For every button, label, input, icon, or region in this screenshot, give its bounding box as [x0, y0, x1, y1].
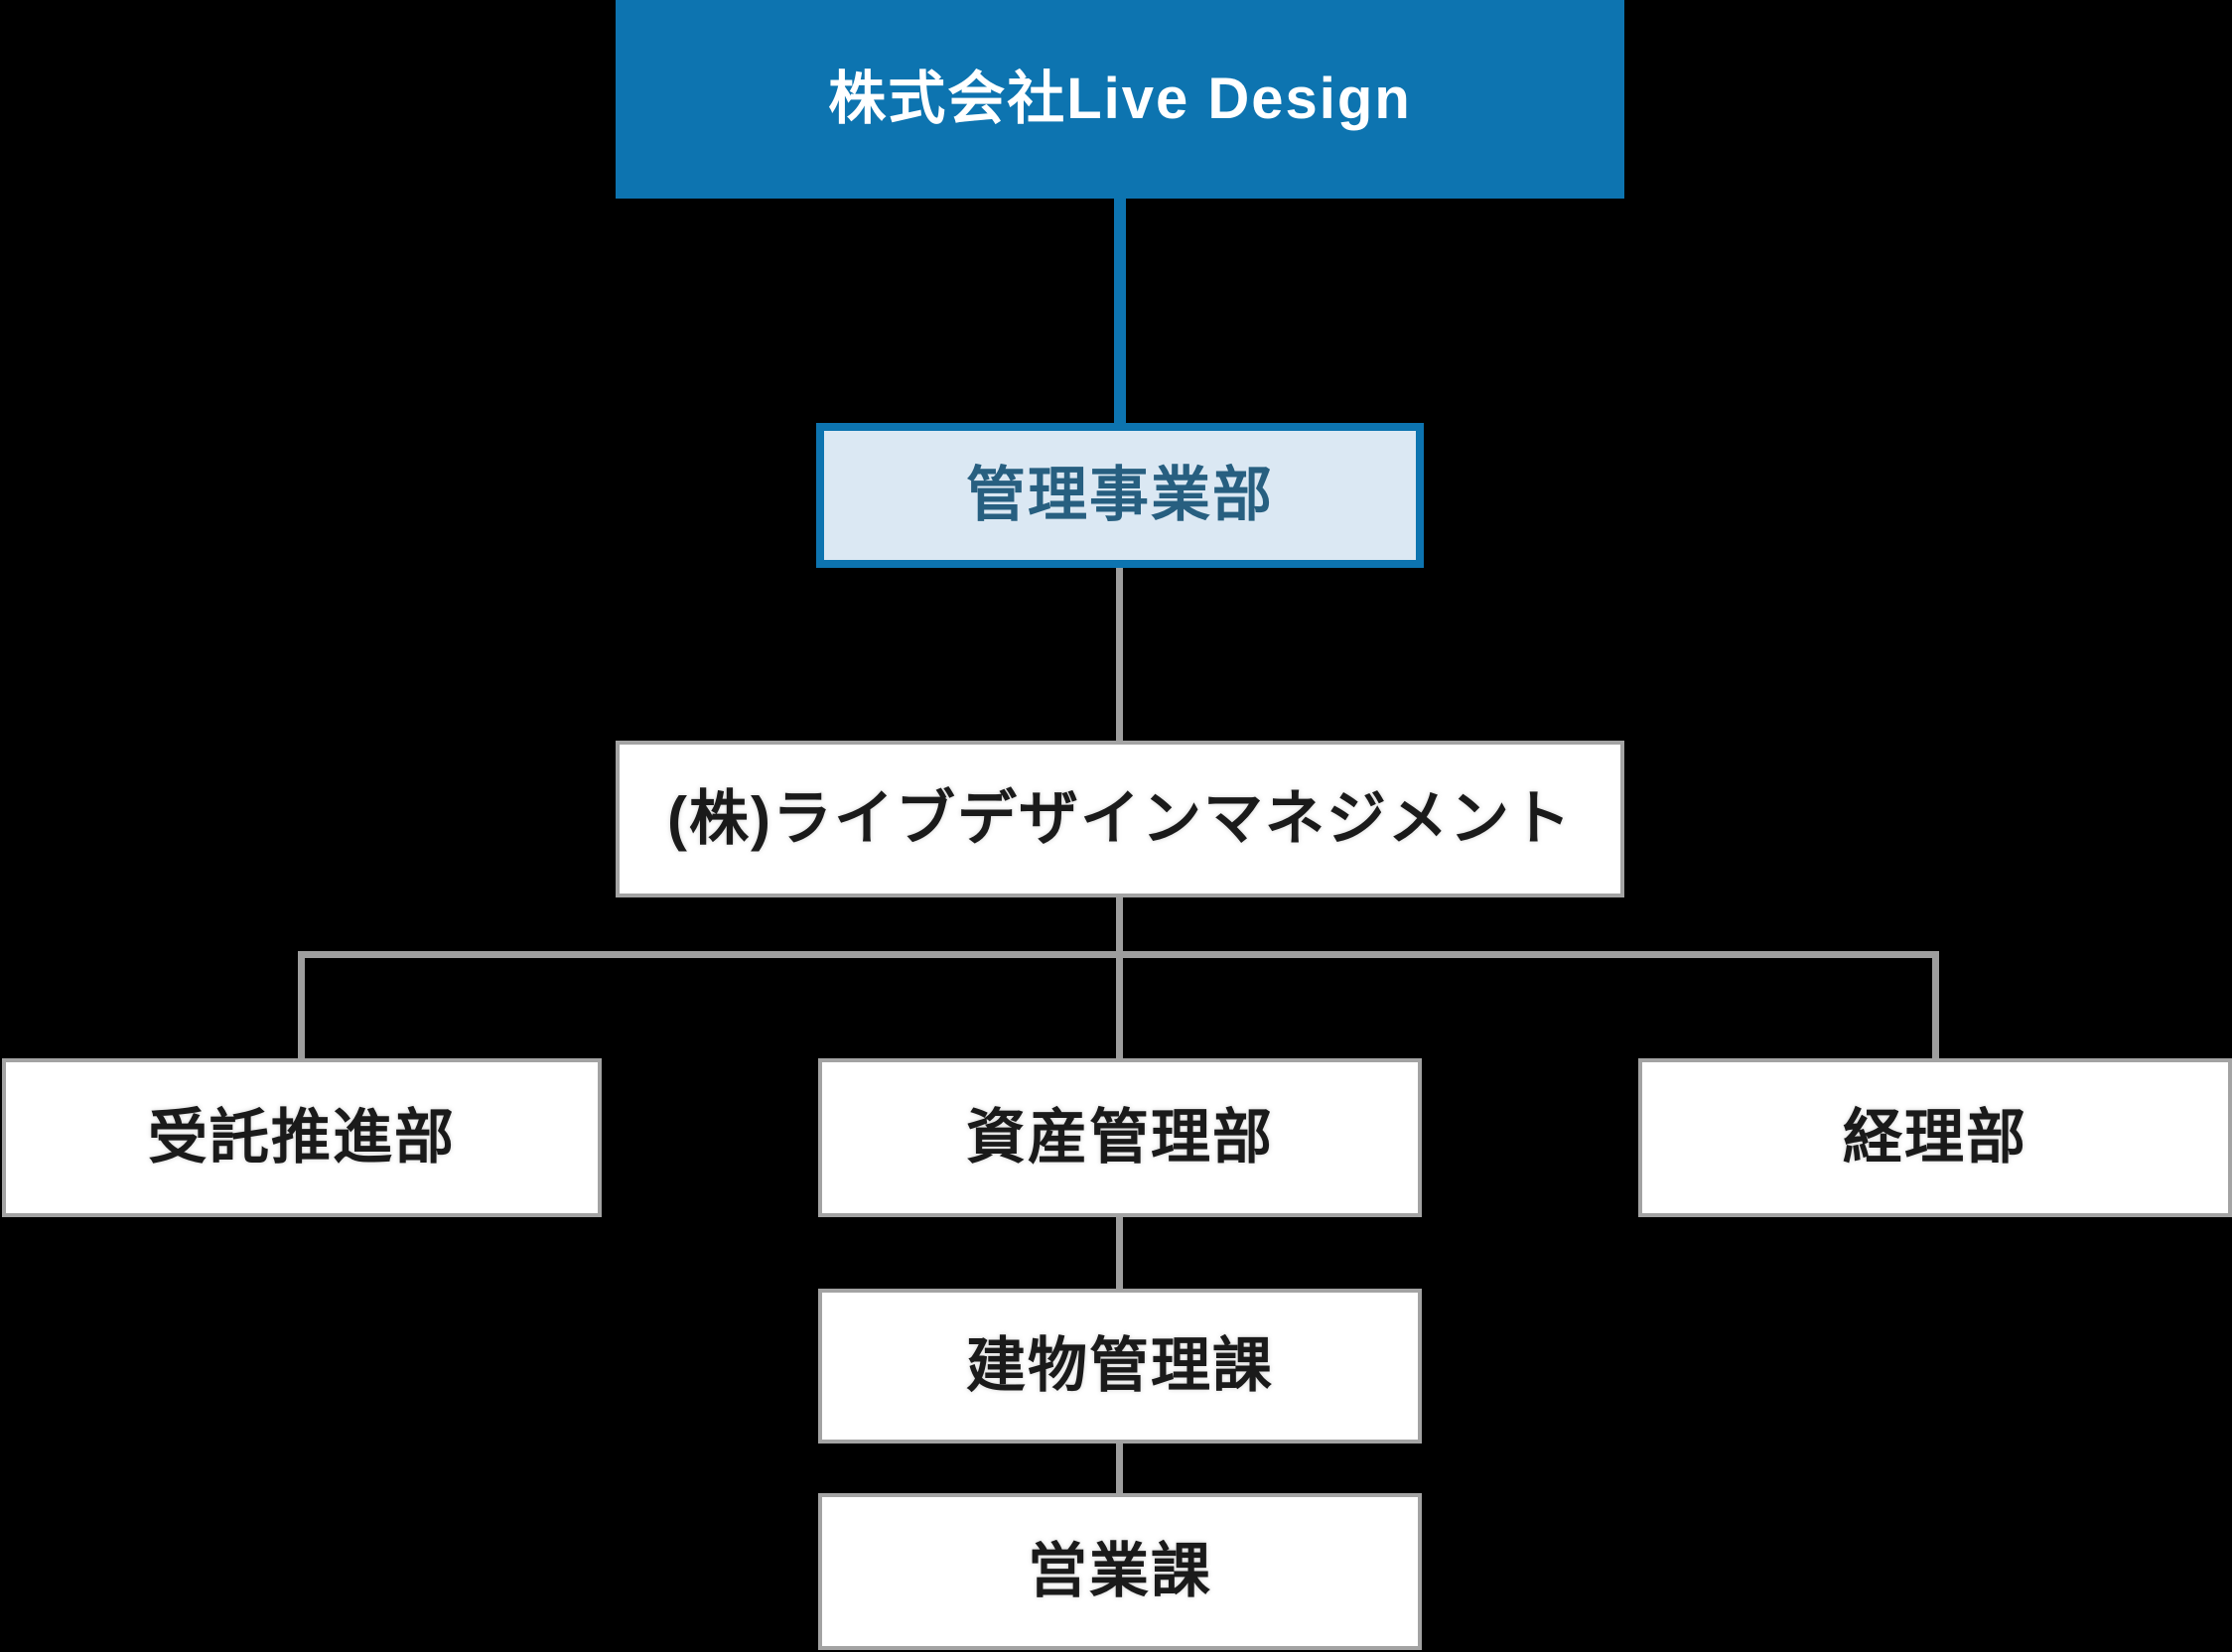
org-node-section-building-management: 建物管理課: [818, 1289, 1422, 1444]
connector-management-stem: [1116, 897, 1123, 953]
org-node-department-entrustment-label: 受託推進部: [148, 1104, 456, 1170]
org-node-section-sales: 営業課: [818, 1493, 1422, 1650]
connector-building-to-sales: [1116, 1444, 1123, 1493]
org-node-division-label: 管理事業部: [966, 462, 1274, 528]
connector-drop-center: [1116, 951, 1123, 1060]
connector-root-to-division: [1114, 199, 1126, 423]
org-node-management-company: (株)ライブデザインマネジメント: [616, 741, 1624, 897]
org-node-department-asset-management: 資産管理部: [818, 1058, 1422, 1217]
connector-asset-to-building: [1116, 1217, 1123, 1289]
org-node-department-asset-management-label: 資産管理部: [966, 1104, 1274, 1170]
org-node-root-company: 株式会社Live Design: [616, 0, 1624, 199]
org-node-department-accounting-label: 経理部: [1843, 1104, 2027, 1170]
connector-drop-right: [1932, 951, 1939, 1060]
org-node-division: 管理事業部: [816, 423, 1424, 568]
org-node-section-sales-label: 営業課: [1028, 1538, 1212, 1604]
connector-division-to-management: [1116, 568, 1123, 743]
org-node-management-company-label: (株)ライブデザインマネジメント: [667, 785, 1573, 852]
org-node-department-entrustment: 受託推進部: [2, 1058, 602, 1217]
org-node-department-accounting: 経理部: [1638, 1058, 2232, 1217]
connector-drop-left: [298, 951, 305, 1060]
org-node-section-building-management-label: 建物管理課: [966, 1332, 1274, 1399]
org-node-root-company-label: 株式会社Live Design: [828, 67, 1412, 131]
